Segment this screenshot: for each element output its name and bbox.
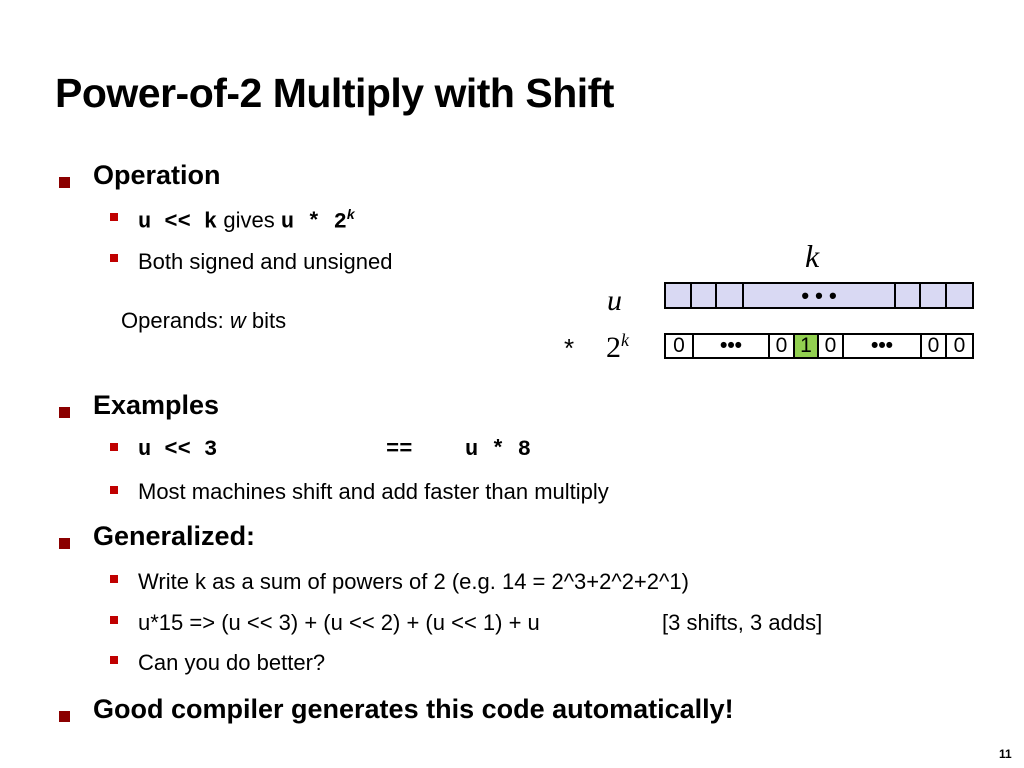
example-equals: == [386,437,413,462]
u-bit-row: • • • [664,282,974,309]
write-k-text: Write k as a sum of powers of 2 (e.g. 14… [138,569,689,594]
bit-digit: 0 [768,335,793,357]
u-bit-cell [715,284,742,307]
bullet-icon [59,177,70,188]
better-text: Can you do better? [138,650,326,675]
sub-bullet-icon [110,254,118,262]
bit-ellipsis: ••• [842,335,920,357]
example-shift-left: u << 3 [138,437,218,462]
diagram-k-label: k [805,238,820,274]
example-multiply: u * 8 [465,437,532,462]
bullet-icon [59,711,70,722]
multiply-code: u * 2 [280,209,347,235]
bit-digit: 0 [817,335,842,357]
u-bit-cell [894,284,919,307]
u15-text: u*15 => (u << 3) + (u << 2) + (u << 1) +… [138,610,540,635]
signed-unsigned-text: Both signed and unsigned [138,249,393,274]
sub-bullet-icon [110,486,118,494]
operands-prefix: Operands: [121,308,230,333]
power-label: 2k [606,330,629,365]
operation-heading: Operation [93,160,221,190]
power-exp: k [621,330,629,350]
operation-shift-item: u << k gives u * 2k [138,206,355,234]
u15-note: [3 shifts, 3 adds] [662,610,823,635]
operands-suffix: bits [245,308,287,333]
exponent-k: k [346,206,355,222]
u-bit-cell [690,284,715,307]
machines-text: Most machines shift and add faster than … [138,479,609,504]
power-base: 2 [606,331,621,364]
page-number: 11 [999,747,1012,761]
sub-bullet-icon [110,443,118,451]
bit-digit: 0 [673,334,685,357]
shift-code: u << k [138,209,218,235]
u-bit-cell [666,284,690,307]
sub-bullet-icon [110,616,118,624]
times-sign: * [564,333,575,363]
sub-bullet-icon [110,656,118,664]
bullet-icon [59,407,70,418]
generalized-heading: Generalized: [93,521,256,551]
compiler-heading: Good compiler generates this code automa… [93,694,734,724]
examples-heading: Examples [93,390,220,420]
power-bit-row: 0 ••• 0 1 0 ••• 0 0 [664,333,974,359]
bullet-icon [59,538,70,549]
bit-digit-highlight: 1 [793,335,817,357]
operands-text: Operands: w bits [121,308,286,334]
u-bit-cell [945,284,972,307]
bit-ellipsis: ••• [692,335,768,357]
operands-w: w [229,308,246,333]
gives-text: gives [223,207,275,233]
u-ellipsis: • • • [742,283,894,308]
sub-bullet-icon [110,213,118,221]
slide-title: Power-of-2 Multiply with Shift [55,70,614,116]
u-bit-cell [919,284,945,307]
bit-digit: 0 [945,335,972,357]
sub-bullet-icon [110,575,118,583]
diagram-u-label: u [607,284,622,317]
bit-digit: 0 [920,335,945,357]
